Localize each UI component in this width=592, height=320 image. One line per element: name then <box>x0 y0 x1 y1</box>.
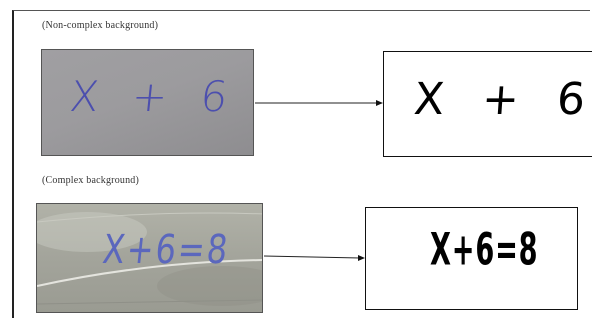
paper-rule-lines <box>37 212 262 305</box>
figure-frame <box>12 10 590 318</box>
input-photo-non-complex: X + 6 = 8 <box>41 49 254 156</box>
arrow-non-complex <box>255 100 383 106</box>
input-photo-complex: X+6=8 <box>36 203 263 313</box>
arrow-complex <box>263 255 365 261</box>
preprocessed-equation: X+6=8 <box>430 224 539 276</box>
caption-complex-background: (Complex background) <box>42 175 140 186</box>
paper-texture <box>37 212 147 252</box>
output-box-complex: X+6=8 <box>365 207 578 310</box>
output-box-non-complex: X + 6 = 8 <box>383 51 592 157</box>
paper-texture <box>157 266 262 306</box>
caption-non-complex-background: (Non-complex background) <box>42 20 159 31</box>
